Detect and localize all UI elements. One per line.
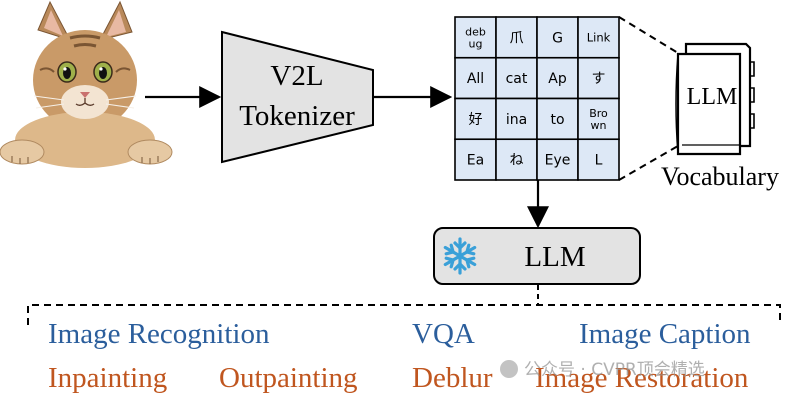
watermark-text: 公众号 · CVPR顶会精选 [524,360,705,380]
task-image-recognition: Image Recognition [48,318,270,350]
cat-image [0,0,173,168]
tokenizer-label-line1: V2L [270,60,323,92]
wechat-logo-icon [500,360,518,378]
task-image-caption: Image Caption [579,318,751,350]
token-label: Ap [548,71,567,87]
frozen-llm-box: LLM [433,227,641,285]
token-label: All [467,71,484,87]
v2l-tokenizer: V2L Tokenizer [221,30,374,164]
dashed-connector-top [618,16,679,54]
token-cell [536,97,579,141]
token-label: ね [510,153,524,169]
token-label: 爪 [510,30,524,46]
task-inpainting: Inpainting [48,362,168,394]
snowflake-icon [443,237,477,275]
token-cell [536,56,579,100]
book-icon: LLM [675,42,755,156]
token-label: cat [506,71,528,87]
task-vqa: VQA [412,318,475,350]
tokenizer-label-line2: Tokenizer [239,100,355,132]
token-cell [495,56,538,100]
token-label: ina [506,112,527,128]
book-label: LLM [687,84,738,110]
token-label: Link [587,31,611,45]
task-outpainting: Outpainting [219,362,358,394]
token-label: Ea [467,153,484,169]
token-label: 好 [469,112,483,128]
llm-box-label: LLM [524,241,585,273]
task-image-restoration: Image Restoration [535,362,749,394]
token-label: す [592,71,606,87]
task-bracket [27,304,781,325]
token-cell [454,138,497,181]
token-cell [577,97,620,141]
token-cell [577,138,620,181]
token-cell [495,138,538,181]
token-cell [454,16,497,59]
vocabulary-caption: Vocabulary [661,162,779,191]
token-cell [577,56,620,100]
token-cell [577,16,620,59]
token-label: G [552,30,563,46]
token-label: to [550,112,564,128]
token-cell [454,56,497,100]
watermark: 公众号 · CVPR顶会精选 [500,355,705,380]
token-label: Eye [545,153,571,169]
task-deblur: Deblur [412,362,493,394]
token-label: L [595,153,603,169]
